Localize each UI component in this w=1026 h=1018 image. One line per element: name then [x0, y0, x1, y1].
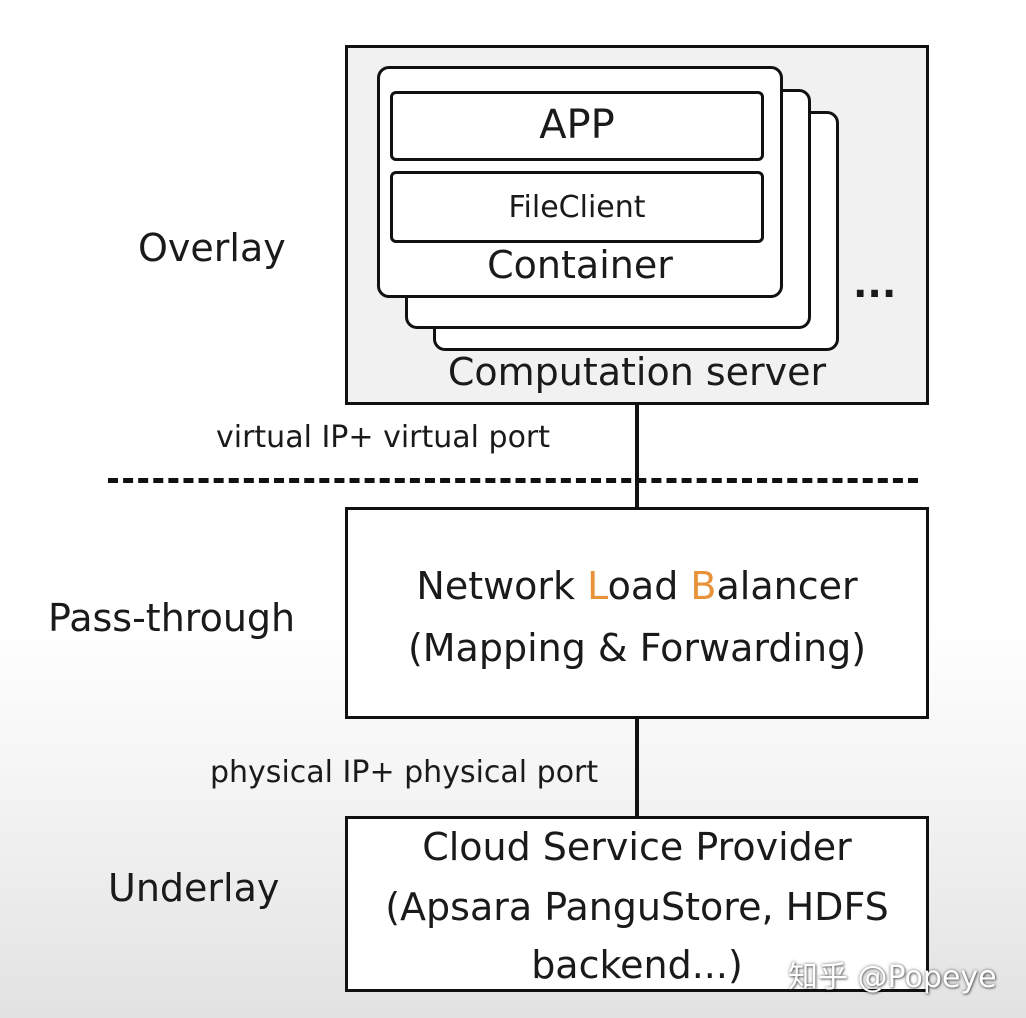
- lb-title-highlight-b: B: [690, 564, 717, 608]
- cloud-provider-line2: (Apsara PanguStore, HDFS: [385, 885, 889, 929]
- load-balancer-box: Network Load Balancer (Mapping & Forward…: [345, 507, 929, 719]
- load-balancer-subtitle: (Mapping & Forwarding): [407, 626, 867, 670]
- load-balancer-title: Network Load Balancer: [348, 564, 926, 608]
- computation-server-label: Computation server: [447, 350, 827, 394]
- container-card-front: APP FileClient Container: [377, 66, 783, 298]
- pass-through-layer-label: Pass-through: [48, 596, 296, 640]
- more-containers-ellipsis: ...: [853, 262, 897, 306]
- fileclient-box: FileClient: [390, 171, 764, 243]
- container-label: Container: [487, 243, 673, 287]
- computation-server-box: APP FileClient Container ... Computation…: [345, 45, 929, 405]
- cloud-provider-box: Cloud Service Provider (Apsara PanguStor…: [345, 816, 929, 992]
- lb-title-part: alancer: [716, 564, 858, 608]
- app-box: APP: [390, 91, 764, 161]
- fileclient-label: FileClient: [508, 190, 646, 225]
- virtual-link-label: virtual IP+ virtual port: [216, 420, 551, 455]
- physical-link-label: physical IP+ physical port: [210, 755, 599, 790]
- lb-title-part: oad: [607, 564, 691, 608]
- watermark-text: 知乎 @Popeye: [788, 960, 997, 995]
- cloud-provider-title: Cloud Service Provider: [422, 825, 852, 869]
- lb-title-highlight-l: L: [587, 564, 608, 608]
- overlay-boundary-dashed-line: [108, 478, 918, 483]
- virtual-link-line: [635, 404, 639, 510]
- overlay-layer-label: Overlay: [138, 226, 286, 270]
- app-label: APP: [539, 102, 615, 148]
- physical-link-line: [635, 718, 639, 818]
- underlay-layer-label: Underlay: [108, 866, 280, 910]
- lb-title-part: Network: [416, 564, 588, 608]
- cloud-provider-line3: backend...): [531, 943, 743, 987]
